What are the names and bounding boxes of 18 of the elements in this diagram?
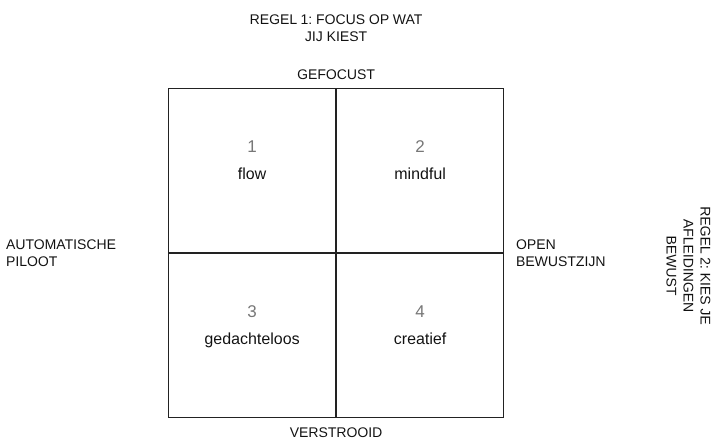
quadrant-label: mindful xyxy=(393,166,447,184)
quadrant-box xyxy=(336,88,504,253)
quadrant-label: creatief xyxy=(392,331,448,349)
quadrant-box xyxy=(168,253,336,418)
axis-label: OPEN BEWUSTZIJN xyxy=(516,236,606,270)
quadrant-number: 2 xyxy=(414,137,426,157)
quadrant-number: 3 xyxy=(246,302,258,322)
axis-label: VERSTROOID xyxy=(288,424,384,441)
quadrant-number: 1 xyxy=(246,137,258,157)
quadrant-box xyxy=(336,253,504,418)
quadrant-label: flow xyxy=(236,166,268,184)
quadrant-box xyxy=(168,88,336,253)
axis-label: AUTOMATISCHE PILOOT xyxy=(6,236,117,270)
axis-label: GEFOCUST xyxy=(296,66,376,83)
rule-heading: REGEL 1: FOCUS OP WAT JIJ KIEST xyxy=(248,11,424,45)
rule-heading: REGEL 2: KIES JE AFLEIDINGEN BEWUST xyxy=(662,205,712,327)
quadrant-label: gedachteloos xyxy=(203,331,301,349)
quadrant-number: 4 xyxy=(414,302,426,322)
